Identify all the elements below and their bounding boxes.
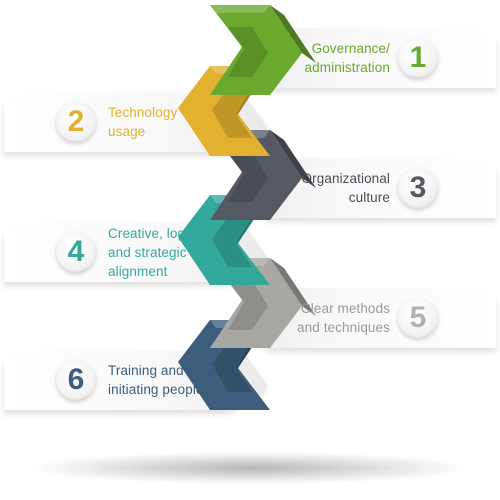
- step-label-line: and techniques: [297, 320, 390, 335]
- chevron-1: [210, 5, 316, 95]
- step-label-line: Governance/: [311, 41, 390, 56]
- step-label-1: Governance/administration: [305, 39, 390, 77]
- step-label-3: Organizational culture: [302, 169, 390, 207]
- chevron-notch-5: [228, 280, 268, 330]
- chevron-notch-2: [212, 88, 252, 138]
- step-label-line: Training and: [108, 363, 184, 378]
- chevron-notch-6: [212, 342, 252, 392]
- step-number-badge: 2: [56, 102, 96, 142]
- step-label-6: Training and initiating people: [108, 361, 204, 399]
- step-label-line: Clear methods: [300, 301, 390, 316]
- step-number-badge: 6: [56, 360, 96, 400]
- chevron-notch-4: [212, 217, 252, 267]
- floor-shadow: [30, 452, 470, 484]
- step-label-line: alignment: [108, 263, 168, 279]
- chevron-side-5: [270, 258, 316, 316]
- step-label-line: Organizational: [301, 171, 390, 186]
- chevron-notch-3: [228, 152, 268, 202]
- chevron-notch-1: [228, 27, 268, 77]
- step-number-badge: 4: [56, 232, 96, 272]
- chevron-highlight-1: [210, 5, 270, 13]
- step-number-badge: 3: [398, 168, 438, 208]
- step-label-line: initiating people: [108, 382, 204, 397]
- step-label-4: Creative, logical, and strategic alignment: [108, 224, 210, 281]
- step-number-badge: 5: [398, 298, 438, 338]
- step-label-line: Technology: [108, 105, 178, 120]
- chevron-side-3: [270, 130, 316, 188]
- step-label-line: culture: [348, 190, 390, 205]
- chevron-side-1: [270, 5, 316, 63]
- step-number-badge: 1: [398, 38, 438, 78]
- step-label-line: administration: [304, 60, 390, 75]
- step-label-5: Clear methods and techniques: [297, 299, 390, 337]
- step-label-line: usage: [108, 124, 146, 139]
- step-label-line: and strategic: [108, 244, 187, 260]
- step-label-2: Technology usage: [108, 103, 177, 141]
- step-label-line: Creative, logical,: [108, 225, 210, 241]
- chevron-stack: [178, 5, 316, 410]
